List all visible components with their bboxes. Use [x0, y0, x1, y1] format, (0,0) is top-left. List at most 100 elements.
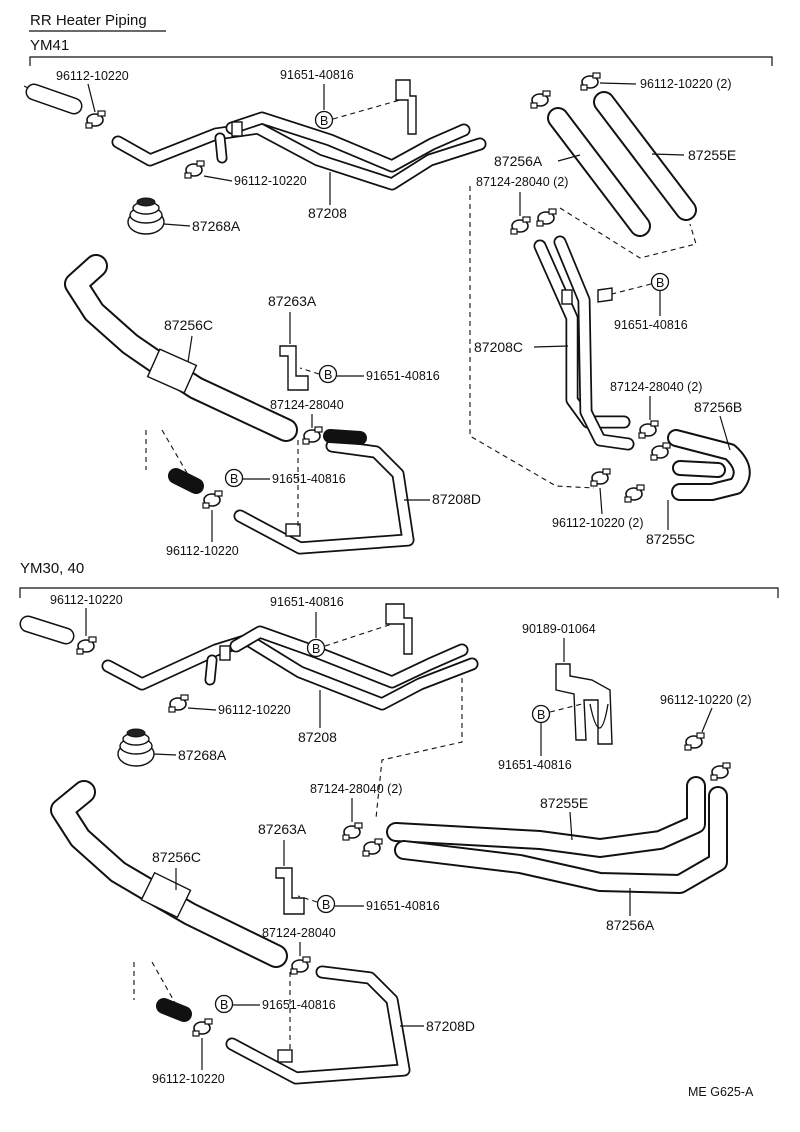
hose-clamp-top-e1 — [590, 468, 611, 487]
bracket-87263A-bottom — [275, 867, 305, 915]
label-pipe-87208-top: 87208 — [308, 205, 347, 221]
bolt-letter-top-b: B — [324, 368, 332, 382]
leader-bolt-bottom-e — [549, 703, 583, 713]
bolt-letter-bottom-b: B — [322, 898, 330, 912]
leader-clamp-top-a — [87, 83, 96, 113]
leader-pipe-87208C — [533, 345, 569, 348]
label-clamp-bottom-d: 96112-10220 — [152, 1072, 225, 1086]
hose-clamp-bottom-b2 — [710, 762, 731, 781]
hose-clamp-87124-top-b2 — [650, 442, 671, 461]
label-hose-87255C: 87255C — [646, 531, 695, 547]
leader-hose-87256A-top — [557, 154, 581, 162]
label-hose-87256C-top: 87256C — [164, 317, 213, 333]
hose-87255E-bottom — [386, 776, 706, 858]
leader-bolt-top-b — [299, 367, 320, 375]
hose-87256B — [667, 429, 751, 501]
label-clamp-top-e: 96112-10220 (2) — [552, 516, 644, 530]
label-bolt-bottom-a: 91651-40816 — [270, 595, 344, 609]
hose-clamp-top-a — [85, 110, 106, 129]
label-clamp-top-c: 96112-10220 — [234, 174, 307, 188]
label-clamp-top-b: 96112-10220 (2) — [640, 77, 732, 91]
hose-stub-bottom-left — [19, 615, 75, 645]
hose-clamp-87124-top-a2 — [536, 208, 557, 227]
hose-clamp-87124-bottom-b — [362, 838, 383, 857]
leader-clamp-top-b — [599, 82, 637, 85]
label-clamp-bottom-c: 96112-10220 — [218, 703, 291, 717]
hose-stub-bottom-mid — [156, 998, 192, 1022]
label-hose-87255E-bottom: 87255E — [540, 795, 588, 811]
label-hose-87256B: 87256B — [694, 399, 742, 415]
section-label-ym30-40: YM30, 40 — [20, 560, 84, 577]
leader-hose-87256C-top — [187, 335, 193, 363]
pipe-bracket-top — [395, 79, 417, 135]
leader-bolt-top-a — [332, 99, 401, 120]
label-bolt-top-d: 91651-40816 — [614, 318, 688, 332]
hose-stub-top-left — [23, 83, 83, 115]
bolt-letter-top-d: B — [656, 276, 664, 290]
heater-pipe-87208-bottom — [101, 625, 479, 711]
bracket-90189-01064 — [555, 663, 613, 745]
dash-stub-bottom — [133, 961, 179, 1009]
label-hose-87256A-top: 87256A — [494, 153, 543, 169]
label-bolt-top-b: 91651-40816 — [366, 369, 440, 383]
label-clamp-top-a: 96112-10220 — [56, 69, 129, 83]
hose-87256A-bottom — [394, 786, 728, 894]
grommet-87268A-bottom — [117, 728, 155, 767]
dash-top-mid — [469, 186, 595, 489]
label-grommet-bottom: 87268A — [178, 747, 227, 763]
leader-hose-87255E-top — [651, 153, 685, 156]
hose-clamp-top-b2 — [530, 90, 551, 109]
hose-clamp-top-c — [184, 160, 205, 179]
section-label-ym41: YM41 — [30, 37, 69, 54]
hose-87255E-top — [593, 91, 697, 221]
label-clamp-bottom-b: 96112-10220 (2) — [660, 693, 752, 707]
bolt-letter-bottom-a: B — [312, 642, 320, 656]
leader-bolt-bottom-b — [297, 895, 318, 903]
leader-hose-87256B — [719, 415, 731, 451]
bracket-87263A-top — [279, 345, 309, 391]
label-bolt-bottom-b: 91651-40816 — [366, 899, 440, 913]
grommet-87268A-top — [127, 197, 165, 235]
label-pipe-87208C: 87208C — [474, 339, 523, 355]
heater-pipe-87208D-bottom — [225, 965, 411, 1085]
label-bolt-bottom-c: 91651-40816 — [262, 998, 336, 1012]
leader-bolt-top-d — [611, 283, 652, 295]
hose-clamp-87124-top-a1 — [510, 216, 531, 235]
section-frame-bottom — [19, 587, 779, 598]
hose-clamp-top-b1 — [580, 72, 601, 91]
label-clamp-87124-top-b: 87124-28040 (2) — [610, 380, 702, 394]
hose-87256C-top — [64, 254, 298, 442]
label-clamp-87124-bottom: 87124-28040 — [262, 926, 336, 940]
label-pipe-87208D-bottom: 87208D — [426, 1018, 475, 1034]
bolt-letter-bottom-e: B — [537, 708, 545, 722]
label-hose-87256A-bottom: 87256A — [606, 917, 655, 933]
hose-clamp-bottom-c — [168, 694, 189, 713]
hose-stub-top-mid — [168, 468, 204, 494]
leader-clamp-bottom-b — [701, 707, 713, 733]
hose-clamp-top-e2 — [624, 484, 645, 503]
hose-87256A-top — [547, 107, 651, 237]
label-grommet-top: 87268A — [192, 218, 241, 234]
label-bracket-bottom: 87263A — [258, 821, 307, 837]
hose-87256C-bottom — [50, 780, 288, 968]
hose-clamp-bottom-a — [76, 636, 97, 655]
leader-clamp-top-c — [203, 175, 233, 182]
label-clamp-87124-top-a: 87124-28040 (2) — [476, 175, 568, 189]
dash-top-right — [559, 207, 697, 259]
label-pipe-87208D-top: 87208D — [432, 491, 481, 507]
leader-hose-87255E-bottom — [569, 811, 573, 841]
label-clamp-87124-bottom-2: 87124-28040 (2) — [310, 782, 402, 796]
label-bolt-top-c: 91651-40816 — [272, 472, 346, 486]
section-frame-top — [29, 56, 773, 66]
leader-clamp-bottom-c — [187, 707, 217, 711]
label-bolt-bottom-e: 91651-40816 — [498, 758, 572, 772]
bolt-letter-top-c: B — [230, 472, 238, 486]
heater-pipe-87208C — [533, 235, 635, 451]
label-bracket-90189: 90189-01064 — [522, 622, 596, 636]
hose-clamp-bottom-b1 — [684, 732, 705, 751]
hose-clamp-top-d — [202, 490, 223, 509]
hose-clamp-87124-bottom — [290, 956, 311, 975]
label-pipe-87208-bottom: 87208 — [298, 729, 337, 745]
label-clamp-top-d: 96112-10220 — [166, 544, 239, 558]
